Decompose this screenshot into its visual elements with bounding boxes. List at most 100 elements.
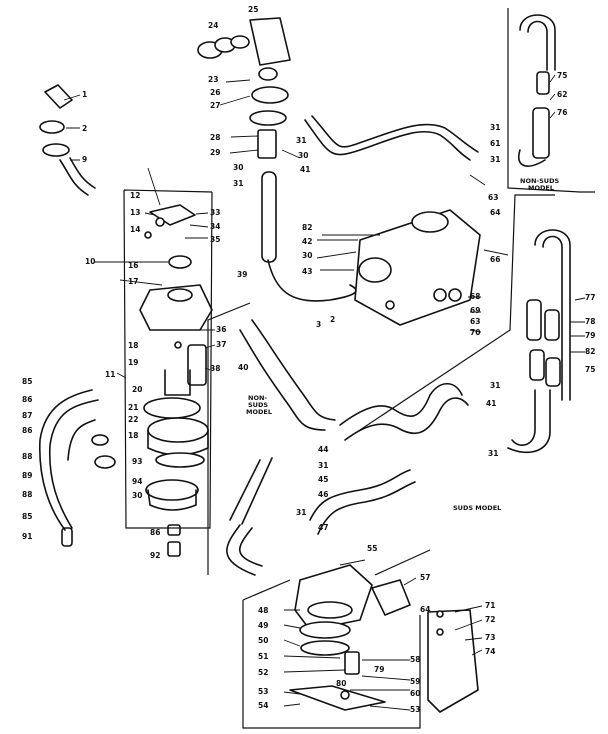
callout: 30 [298, 151, 308, 160]
callout: 89 [22, 471, 32, 480]
callout: 30 [233, 163, 243, 172]
callout: 36 [216, 325, 226, 334]
callout: 53 [410, 705, 420, 714]
callout: 11 [105, 370, 115, 379]
callout: 88 [22, 452, 32, 461]
callout: 31 [318, 461, 328, 470]
callout: 70 [470, 328, 480, 337]
callout: 77 [585, 293, 595, 302]
callout: 49 [258, 621, 268, 630]
callout: 85 [22, 512, 32, 521]
callout: 69 [470, 306, 480, 315]
callout: 63 [470, 317, 480, 326]
callout: 30 [132, 491, 142, 500]
callout: 2 [82, 124, 87, 133]
callout: 86 [22, 395, 32, 404]
callout: 17 [128, 277, 138, 286]
callout: 88 [22, 490, 32, 499]
caption-non-suds-mid-line2: SUDS [248, 401, 268, 409]
caption-suds-model: SUDS MODEL [453, 504, 501, 512]
callout: 79 [374, 665, 384, 674]
hose-set [39, 389, 116, 547]
callout: 35 [210, 235, 220, 244]
callout: 47 [318, 523, 328, 532]
callout: 86 [150, 528, 160, 537]
callout: 86 [22, 426, 32, 435]
callout: 22 [128, 415, 138, 424]
callout: 18 [128, 431, 138, 440]
callout: 60 [410, 689, 420, 698]
callout: 93 [132, 457, 142, 466]
callout: 9 [82, 155, 87, 164]
callout: 40 [238, 363, 248, 372]
callout: 79 [585, 331, 595, 340]
callout: 26 [210, 88, 220, 97]
callout: 78 [585, 317, 595, 326]
caption-non-suds-top-line2: MODEL [528, 184, 554, 192]
callout: 91 [22, 532, 32, 541]
callout: 55 [367, 544, 377, 553]
callout: 64 [420, 605, 430, 614]
callout: 54 [258, 701, 268, 710]
callout: 10 [85, 257, 95, 266]
callout: 68 [470, 292, 480, 301]
callout: 18 [128, 341, 138, 350]
callout: 23 [208, 75, 218, 84]
callout: 64 [490, 208, 500, 217]
callout: 12 [130, 191, 140, 200]
callout: 59 [410, 677, 420, 686]
right-tubes [507, 14, 571, 454]
callout: 33 [210, 208, 220, 217]
callout: 72 [485, 615, 495, 624]
callout: 75 [557, 71, 567, 80]
callout: 31 [296, 508, 306, 517]
callout: 27 [210, 101, 220, 110]
callout: 3 [316, 320, 321, 329]
callout: 31 [233, 179, 243, 188]
middle-hoses [226, 319, 469, 576]
callout: 53 [258, 687, 268, 696]
callout: 87 [22, 411, 32, 420]
caption-non-suds-top-line1: NON-SUDS [520, 177, 559, 185]
callout: 50 [258, 636, 268, 645]
callout: 31 [488, 449, 498, 458]
callout: 74 [485, 647, 495, 656]
callout: 34 [210, 222, 220, 231]
callout: 28 [210, 133, 220, 142]
callout: 13 [130, 208, 140, 217]
callout: 48 [258, 606, 268, 615]
callout: 19 [128, 358, 138, 367]
callout: 46 [318, 490, 328, 499]
callout: 75 [585, 365, 595, 374]
callout: 85 [22, 377, 32, 386]
leader-lines [63, 74, 586, 711]
top-center-assembly [197, 17, 479, 302]
callout: 21 [128, 403, 138, 412]
callout: 31 [490, 381, 500, 390]
callout: 41 [300, 165, 310, 174]
callout: 38 [210, 364, 220, 373]
callout: 76 [557, 108, 567, 117]
callout: 39 [237, 270, 247, 279]
callout: 92 [150, 551, 160, 560]
callout: 63 [488, 193, 498, 202]
callout: 43 [302, 267, 312, 276]
callout: 14 [130, 225, 140, 234]
callout: 31 [296, 136, 306, 145]
callout: 73 [485, 633, 495, 642]
callout: 80 [336, 679, 346, 688]
left-pump-assembly [39, 84, 213, 557]
caption-non-suds-mid-line3: MODEL [246, 408, 272, 416]
callout: 16 [128, 261, 138, 270]
callout: 41 [486, 399, 496, 408]
callout: 31 [490, 123, 500, 132]
callout: 20 [132, 385, 142, 394]
callout: 51 [258, 652, 268, 661]
callout: 66 [490, 255, 500, 264]
callout: 45 [318, 475, 328, 484]
callout: 57 [420, 573, 430, 582]
callout: 52 [258, 668, 268, 677]
callout: 62 [557, 90, 567, 99]
